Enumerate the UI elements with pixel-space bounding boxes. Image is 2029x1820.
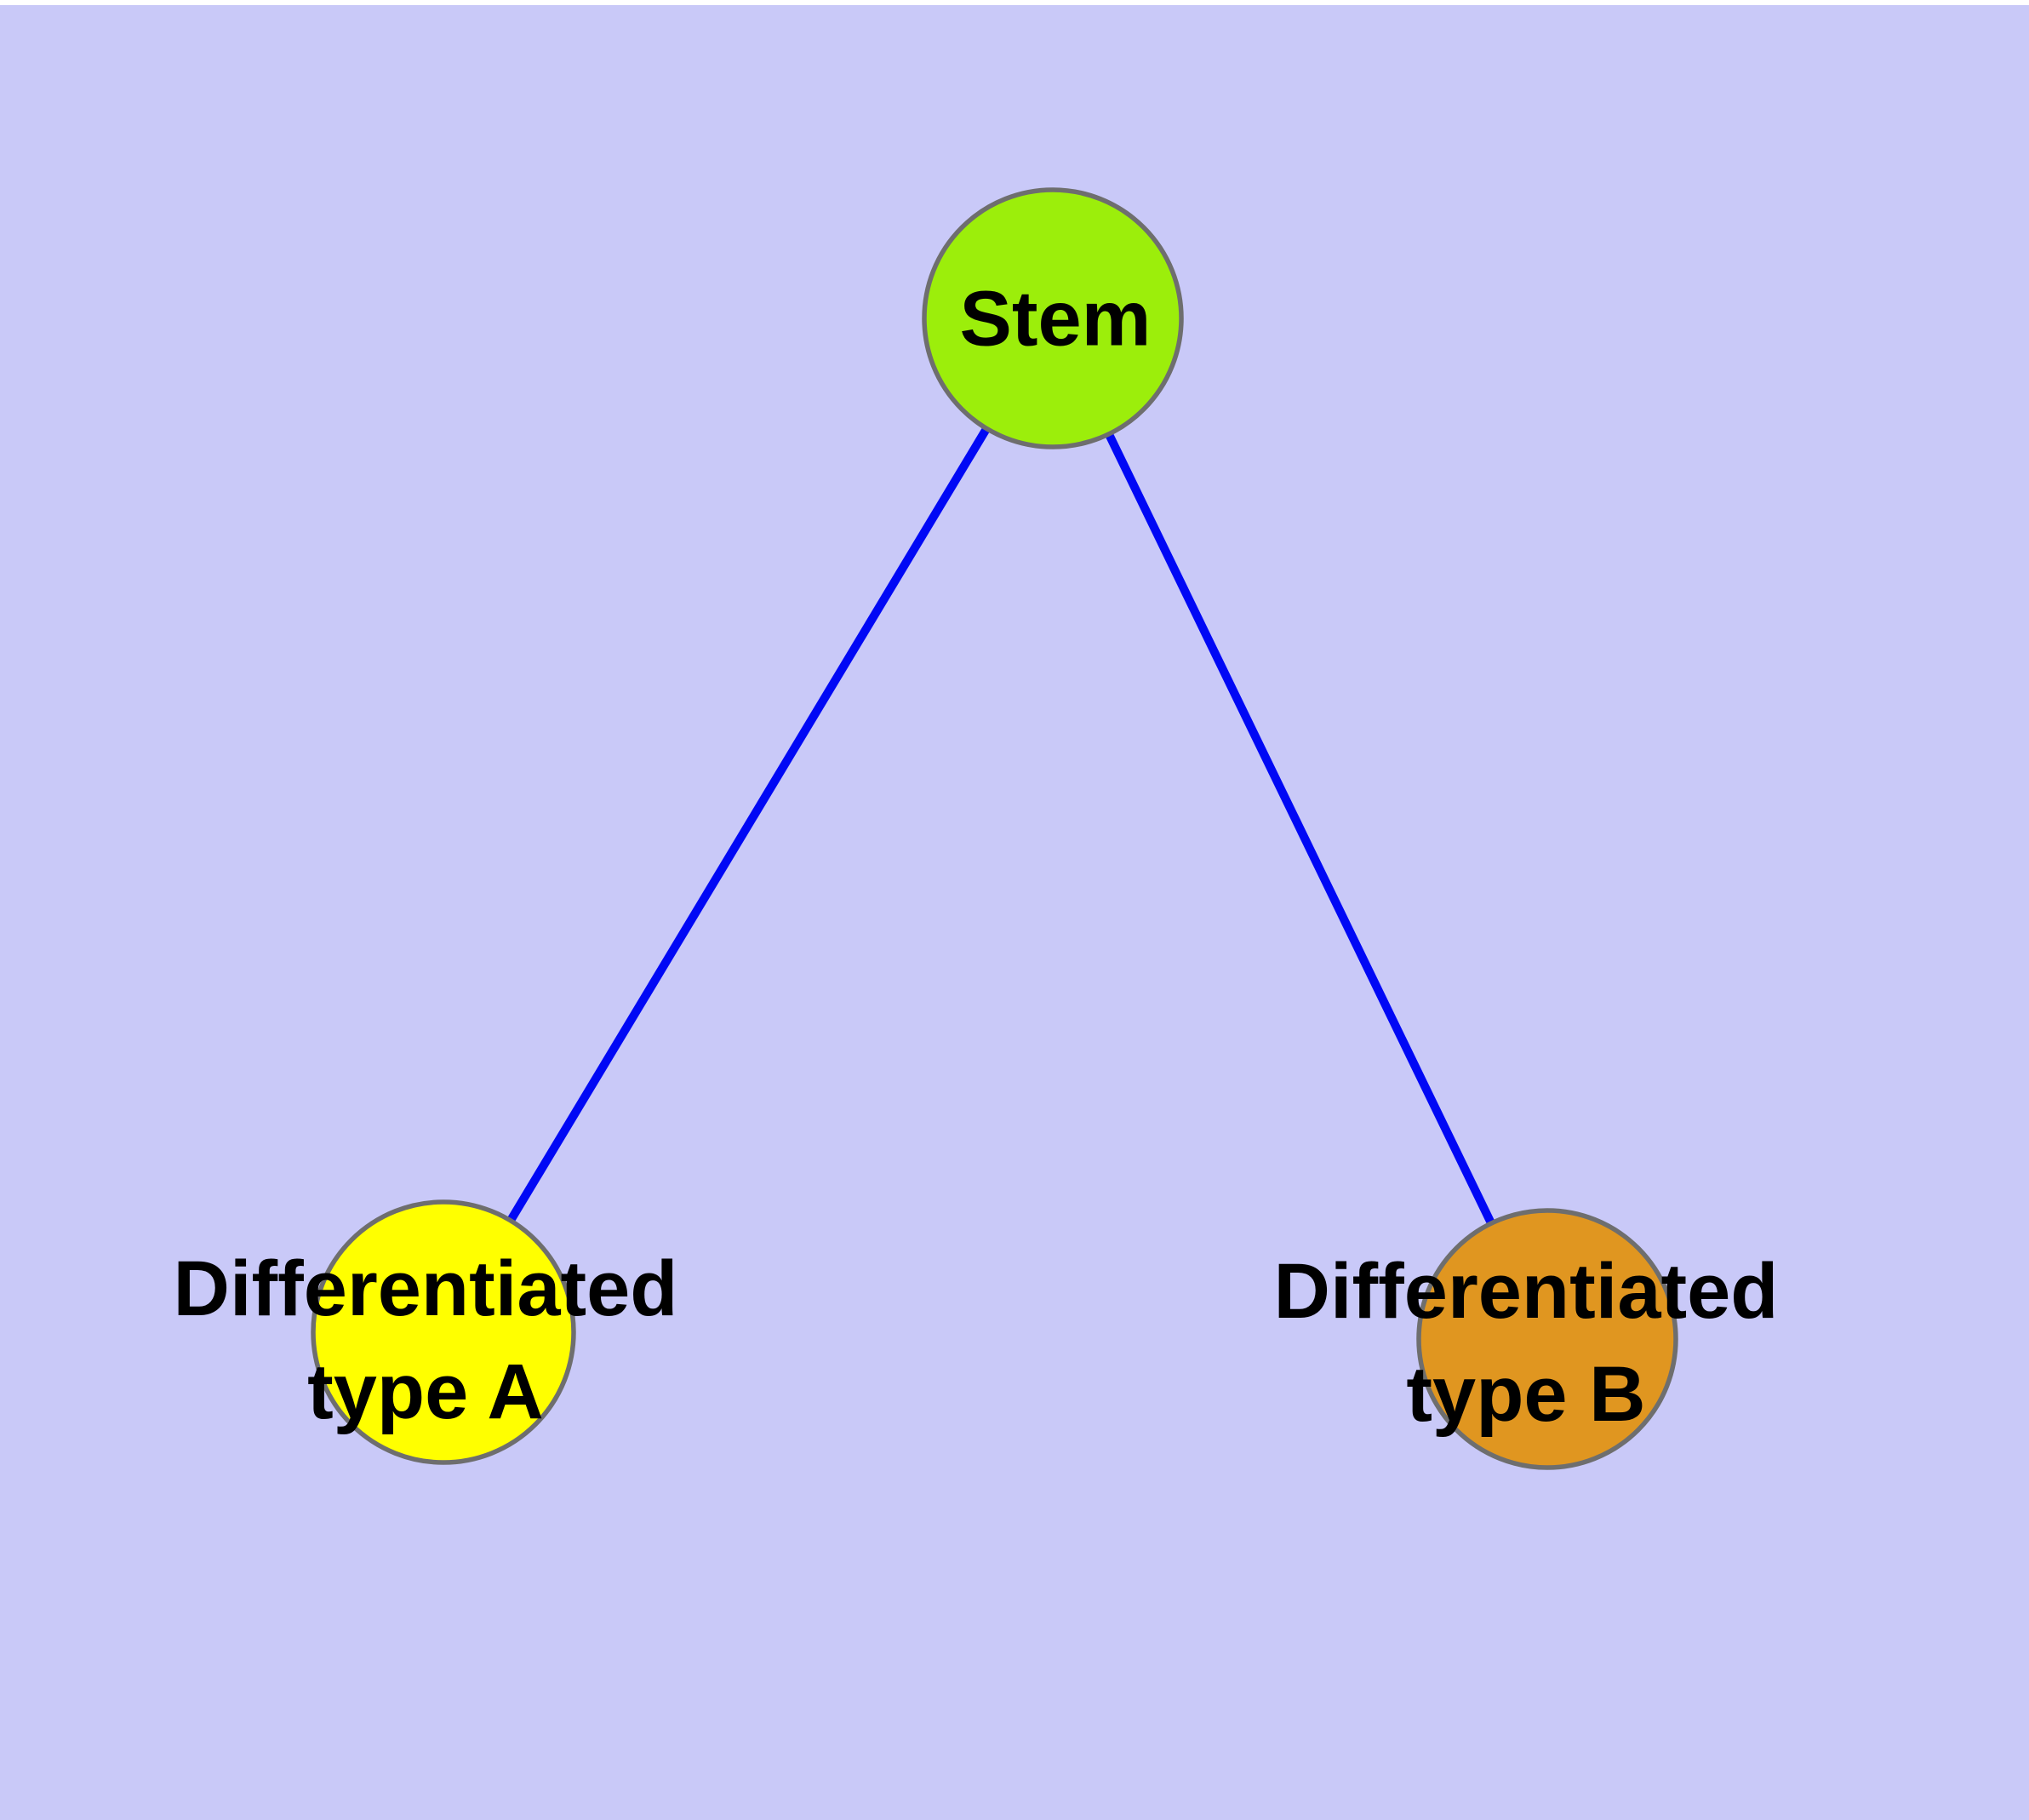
label-type-a: Differentiated type A	[174, 1238, 678, 1444]
window-top-edge	[0, 0, 2029, 5]
label-type-a-line1: Differentiated	[173, 1245, 678, 1332]
label-stem: Stem	[960, 268, 1152, 371]
label-type-b-line2: type B	[1406, 1351, 1646, 1438]
node-stem	[922, 187, 1184, 449]
node-type-a	[311, 1199, 576, 1465]
label-stem-text: Stem	[959, 275, 1152, 363]
edge-stem-type-a	[439, 316, 1057, 1335]
node-type-b	[1416, 1208, 1678, 1470]
label-type-a-line2: type A	[307, 1348, 544, 1435]
label-type-b: Differentiated type B	[1274, 1240, 1779, 1446]
edge-stem-type-b	[1049, 316, 1552, 1342]
label-type-b-line1: Differentiated	[1273, 1248, 1779, 1335]
